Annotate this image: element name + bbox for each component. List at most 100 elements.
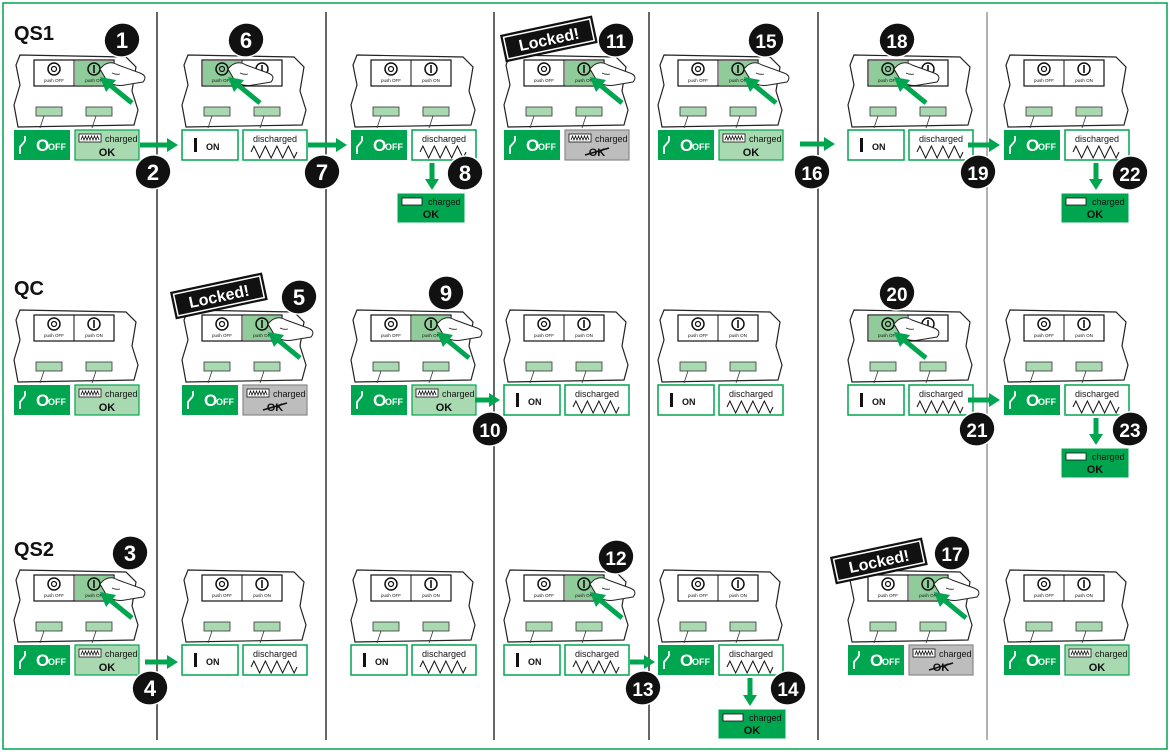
spring-box-bg <box>718 644 784 676</box>
step-badge-15: 15 <box>747 22 785 58</box>
off-symbol-inner <box>540 65 548 73</box>
state-on-box: ON <box>181 644 239 676</box>
off-symbol-inner <box>50 580 58 588</box>
locked-tags: Locked!Locked!Locked! <box>170 15 928 585</box>
state-off-symbol: O <box>36 651 49 670</box>
push-off-label: push OFF <box>534 78 554 83</box>
leader-line <box>581 370 587 384</box>
state-off-symbol: O <box>204 391 217 410</box>
charged-text: charged <box>442 389 475 399</box>
on-symbol-icon <box>731 317 745 331</box>
step-badge-number: 18 <box>886 32 907 53</box>
spring-small-icon <box>417 389 437 397</box>
state-off-bg <box>848 645 904 675</box>
off-symbol-inner <box>387 580 395 588</box>
step-badge-bg <box>793 154 831 190</box>
spring-window <box>919 106 947 117</box>
spring-discharged-box: discharged <box>908 129 974 161</box>
float-ok-text: OK <box>1087 464 1104 476</box>
step-badge-number: 16 <box>801 164 822 185</box>
step-badge-3: 3 <box>111 535 149 571</box>
push-on-label: push ON <box>729 593 747 598</box>
locked-tag-17: Locked! <box>830 537 928 585</box>
leader-line <box>1029 115 1035 129</box>
switch-closed-icon <box>860 393 863 407</box>
discharged-text: discharged <box>253 649 297 659</box>
transition-arrow-head <box>644 655 655 669</box>
leader-line <box>207 370 213 384</box>
state-window <box>372 106 400 117</box>
push-on-label: push ON <box>575 78 593 83</box>
spring-small-frame <box>568 133 592 143</box>
step-badge-bg <box>471 411 509 447</box>
step-badge-number: 2 <box>147 160 159 185</box>
spring-box-bg <box>908 129 974 161</box>
push-arrow-shaft <box>902 83 928 105</box>
step-badge-7: 7 <box>303 154 341 190</box>
leader-line <box>683 630 689 644</box>
transition-arrows <box>140 137 1103 706</box>
discharged-text: discharged <box>729 649 773 659</box>
push-off-label: push OFF <box>381 78 401 83</box>
state-window <box>869 621 897 632</box>
step-badge-20: 20 <box>878 275 916 311</box>
push-arrow-head <box>744 77 760 92</box>
push-off-label: push OFF <box>534 593 554 598</box>
state-off-text: OFF <box>1038 657 1056 667</box>
off-symbol-inner <box>1040 320 1048 328</box>
spring-small-icon <box>80 389 100 397</box>
off-symbol-icon <box>384 317 398 331</box>
locked-tag-bg <box>170 272 268 320</box>
step-badge-10: 10 <box>471 411 509 447</box>
state-off-bg <box>14 130 70 160</box>
step-badge-bg <box>933 535 971 571</box>
step-badge-8: 8 <box>446 155 484 191</box>
state-on-text: ON <box>528 397 542 407</box>
state-off-text: OFF <box>385 397 403 407</box>
off-symbol-inner <box>884 320 892 328</box>
ok-strike <box>262 402 288 411</box>
state-off-text: OFF <box>48 657 66 667</box>
step-badge-11: 11 <box>597 22 635 58</box>
spring-box-bg <box>718 384 784 416</box>
push-arrow-head <box>228 77 244 92</box>
off-symbol-icon <box>1037 577 1051 591</box>
push-on-label: push ON <box>253 333 271 338</box>
state-off-bg <box>1004 645 1060 675</box>
state-on-box: ON <box>350 644 408 676</box>
step-badge-22: 22 <box>1111 155 1149 191</box>
spring-window <box>1075 621 1103 632</box>
state-on-text: ON <box>206 657 220 667</box>
on-symbol-icon <box>1077 62 1091 76</box>
discharged-text: discharged <box>422 134 466 144</box>
spring-discharged-box: discharged <box>242 129 308 161</box>
spring-discharged-box: discharged <box>411 129 477 161</box>
leader-line <box>39 115 45 129</box>
switch-closed-icon <box>670 393 673 407</box>
step-badge-number: 9 <box>440 281 452 306</box>
push-off-label: push OFF <box>44 333 64 338</box>
state-window <box>372 361 400 372</box>
step-badge-number: 12 <box>605 549 626 570</box>
state-on-box: ON <box>657 384 715 416</box>
discharged-text: discharged <box>919 134 963 144</box>
leader-line <box>376 630 382 644</box>
push-arrow-head <box>437 332 453 347</box>
step-badge-12: 12 <box>597 539 635 575</box>
off-symbol-icon <box>537 62 551 76</box>
locked-tag-border <box>172 275 266 317</box>
ok-text: OK <box>436 402 453 414</box>
step-badge-bg <box>134 154 172 190</box>
leader-line <box>428 630 434 644</box>
switch-closed-icon <box>516 653 519 667</box>
step-badge-number: 3 <box>124 541 136 566</box>
on-symbol-icon <box>424 577 438 591</box>
